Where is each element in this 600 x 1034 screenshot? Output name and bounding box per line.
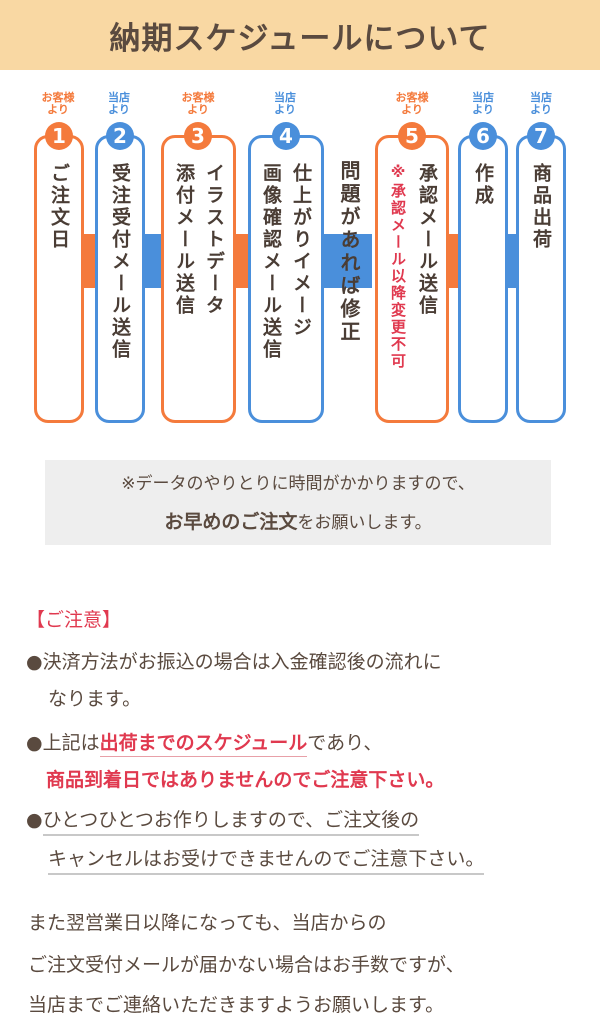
step-6-text: 作成 xyxy=(472,163,494,207)
step-5-number: 5 xyxy=(398,122,426,150)
step-3-from: お客様 より xyxy=(181,91,215,116)
page-title: 納期スケジュールについて xyxy=(0,0,600,70)
note-2: ●上記は出荷までのスケジュールであり、 xyxy=(26,728,383,757)
info-box: ※データのやりとりに時間がかかりますので、 お早めのご注文をお願いします。 xyxy=(45,460,551,545)
step-1-text: ご注文日 xyxy=(48,163,70,251)
step-5-text: 承認メール送信 xyxy=(416,163,438,317)
footer-line-3: 当店までご連絡いただきますようお願いします。 xyxy=(28,994,445,1016)
step-1-box xyxy=(34,135,84,423)
step-1-number: 1 xyxy=(45,122,73,150)
step-6-box xyxy=(458,135,508,423)
footer-line-1: また翌営業日以降になっても、当店からの xyxy=(28,912,387,934)
note-3-cont: キャンセルはお受けできませんのでご注意下さい。 xyxy=(48,844,485,875)
note-3-text: ひとつひとつお作りしますので、ご注文後の xyxy=(42,809,420,836)
note-2-text: 上記は xyxy=(42,732,100,754)
notes-title: 【ご注意】 xyxy=(26,609,122,631)
step-2-from: 当店 より xyxy=(108,91,130,116)
info-rest: をお願いします。 xyxy=(297,513,432,533)
note-2-text-end: であり、 xyxy=(307,732,383,754)
step-5-box xyxy=(375,135,449,423)
bullet: ● xyxy=(26,732,43,754)
revise-text: 問題があれば修正 xyxy=(337,160,361,344)
step-4-text: 仕上がりイメージ 画像確認メール送信 xyxy=(260,163,312,361)
arrow-right-icon xyxy=(324,234,372,288)
step-6-from: 当店 より xyxy=(472,91,494,116)
step-7-number: 7 xyxy=(527,122,555,150)
step-6-number: 6 xyxy=(469,122,497,150)
note-3-text-cont: キャンセルはお受けできませんのでご注意下さい。 xyxy=(48,848,485,875)
step-4-from: 当店 より xyxy=(274,91,296,116)
info-line-2: お早めのご注文をお願いします。 xyxy=(45,503,551,542)
footer-line-2: ご注文受付メールが届かない場合はお手数ですが、 xyxy=(28,954,465,976)
arrow-right-icon xyxy=(145,234,165,288)
step-5-note: ※承認メール以降変更不可 xyxy=(389,163,407,370)
note-1-cont: なります。 xyxy=(48,688,142,710)
step-2-text: 受注受付メール送信 xyxy=(109,163,131,361)
step-7-text: 商品出荷 xyxy=(530,163,552,251)
note-3: ●ひとつひとつお作りしますので、ご注文後の xyxy=(26,805,420,836)
step-3-number: 3 xyxy=(184,122,212,150)
info-line-1: ※データのやりとりに時間がかかりますので、 xyxy=(121,474,475,494)
note-2-warning: 商品到着日ではありませんのでご注意下さい。 xyxy=(46,769,445,791)
step-4-number: 4 xyxy=(272,122,300,150)
step-4-box xyxy=(248,135,324,423)
bullet: ● xyxy=(26,651,43,673)
note-1: ●決済方法がお振込の場合は入金確認後の流れに xyxy=(26,647,442,674)
step-2-number: 2 xyxy=(106,122,134,150)
info-bold: お早めのご注文 xyxy=(164,511,298,533)
step-7-from: 当店 より xyxy=(530,91,552,116)
step-1-from: お客様 より xyxy=(41,91,75,116)
note-2-highlight: 出荷までのスケジュール xyxy=(99,732,308,757)
bullet: ● xyxy=(26,809,43,831)
note-1-text: 決済方法がお振込の場合は入金確認後の流れに xyxy=(42,651,442,673)
step-7-box xyxy=(516,135,566,423)
step-3-text: イラストデータ 添付メール送信 xyxy=(173,163,225,317)
step-5-from: お客様 より xyxy=(395,91,429,116)
